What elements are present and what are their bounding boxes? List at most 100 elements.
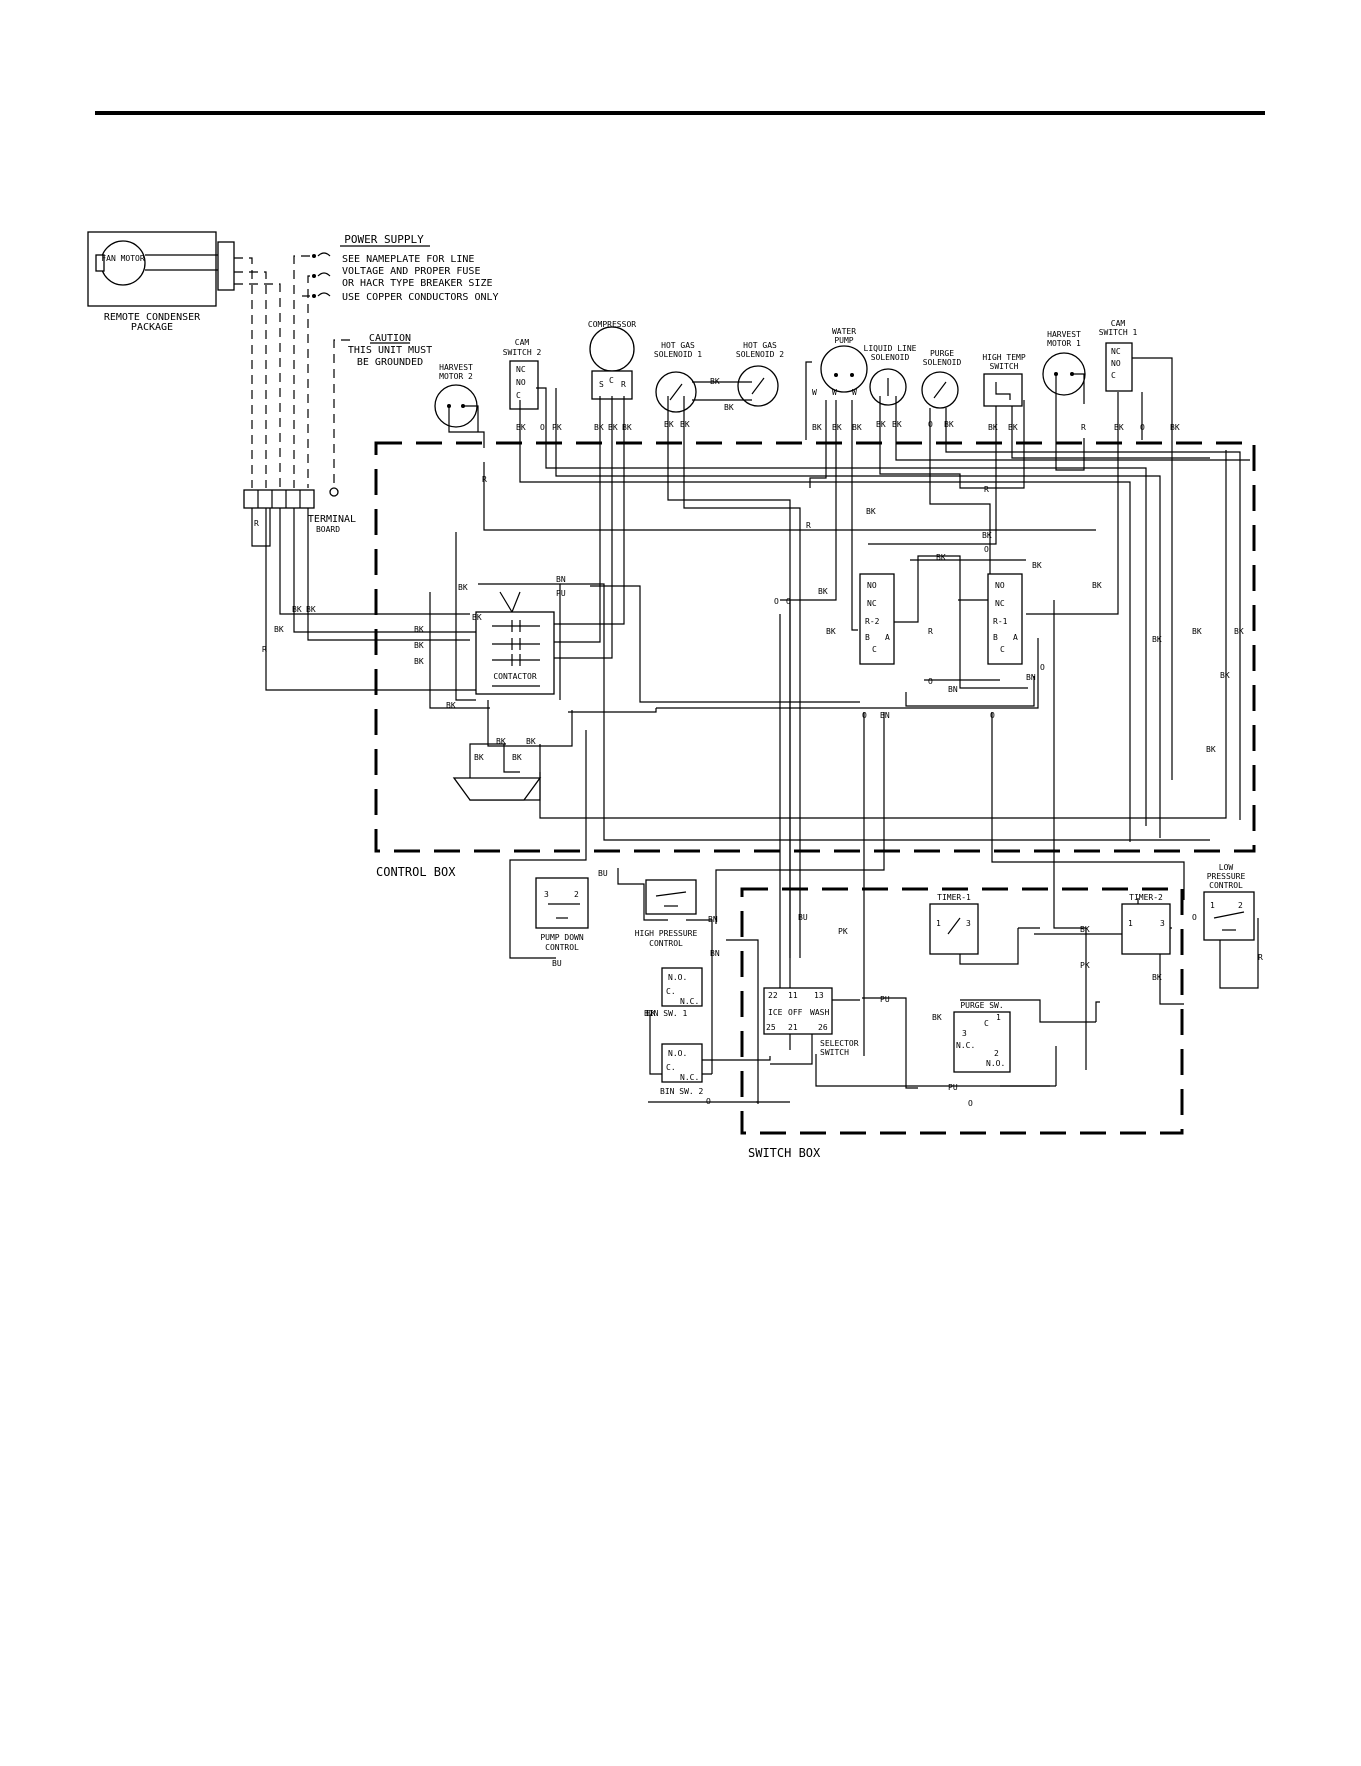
caution-line2: BE GROUNDED — [357, 357, 423, 368]
low-pressure-label-c: CONTROL — [1209, 881, 1243, 890]
wl-18: BK — [892, 420, 902, 429]
pump-down-control: 3 2 PUMP DOWN CONTROL BU BU — [535, 869, 608, 968]
wl-7: BK — [664, 420, 674, 429]
wl-pk-t2: PK — [1080, 961, 1090, 970]
wl-bk-bs1: BK — [646, 1009, 656, 1018]
water-pump-label-b: PUMP — [834, 336, 853, 345]
wl-o-c6: O — [862, 711, 867, 720]
timer-2: TIMER-2 1 3 BK BK — [1080, 893, 1171, 982]
selector-label-a: SELECTOR — [820, 1039, 859, 1048]
bs2-nc: N.C. — [680, 1073, 699, 1082]
control-box-wire-labels: BN PU BK BK BK BK BK BK R BK BK BK BK BK… — [262, 485, 1244, 762]
wl-bn-c3: BN — [1026, 673, 1036, 682]
wl-pu-ss: PU — [880, 995, 890, 1004]
r1-label: R-1 — [993, 617, 1008, 626]
cam2-nc: NC — [516, 365, 526, 374]
purge-solenoid: PURGE SOLENOID — [921, 349, 961, 409]
wl-bn-1: BN — [556, 575, 566, 584]
wl-bk-c13: BK — [474, 753, 484, 762]
compressor: COMPRESSOR S C R — [588, 320, 636, 400]
wl-r-c3: R — [984, 485, 989, 494]
wl-bu-1: BU — [552, 959, 562, 968]
remote-condenser-label: REMOTE CONDENSER — [104, 312, 201, 323]
wl-o-c4: O — [928, 677, 933, 686]
wl-bk-c25: BK — [1206, 745, 1216, 754]
wl-o-ps: O — [968, 1099, 973, 1108]
bs1-no: N.O. — [668, 973, 687, 982]
wl-r-c1: R — [262, 645, 267, 654]
water-pump-label-a: WATER — [832, 327, 856, 336]
compressor-s: S — [599, 380, 604, 389]
hot-gas-1-label-b: SOLENOID 1 — [654, 350, 702, 359]
power-supply-title: POWER SUPPLY — [344, 233, 424, 246]
r1-no: NO — [995, 581, 1005, 590]
cam-switch-2-label-b: SWITCH 2 — [503, 348, 542, 357]
wl-24: BK — [1114, 423, 1124, 432]
wl-23: R — [1081, 423, 1086, 432]
wl-bk-c12: BK — [512, 753, 522, 762]
wl-bk-c2: BK — [414, 641, 424, 650]
wl-8: BK — [680, 420, 690, 429]
cam2-no: NO — [516, 378, 526, 387]
wl-bk-t3: BK — [1152, 973, 1162, 982]
wl-bk-c14: BK — [866, 507, 876, 516]
ss-22: 22 — [768, 991, 778, 1000]
wl-bk-c19: BK — [826, 627, 836, 636]
control-box-border — [374, 441, 1256, 853]
cam1-no: NO — [1111, 359, 1121, 368]
lp-1: 1 — [1210, 901, 1215, 910]
wl-11: W — [812, 388, 817, 397]
caution-line1: THIS UNIT MUST — [348, 345, 432, 356]
ss-13: 13 — [814, 991, 824, 1000]
wl-r-c4: R — [928, 627, 933, 636]
wl-o-bs2: O — [706, 1097, 711, 1106]
low-pressure-label-a: LOW — [1219, 863, 1234, 872]
wires: R — [251, 357, 1259, 1104]
ps-no: N.O. — [986, 1059, 1005, 1068]
selector-switch: 22 11 13 ICE OFF WASH 25 21 26 SELECTOR … — [763, 987, 890, 1057]
liquid-line-label-a: LIQUID LINE — [864, 344, 917, 353]
wl-bk-c20: BK — [1092, 581, 1102, 590]
r1-b: B — [993, 633, 998, 642]
terminal-label: TERMINAL — [308, 514, 356, 525]
wl-bk-c1: BK — [414, 625, 424, 634]
wl-bk-c23: BK — [1234, 627, 1244, 636]
ss-off: OFF — [788, 1008, 803, 1017]
wl-6: BK — [622, 423, 632, 432]
remote-condenser-package: FAN MOTOR REMOTE CONDENSER PACKAGE — [87, 231, 235, 333]
switch-box-border — [740, 887, 1184, 1135]
purge-solenoid-label-a: PURGE — [930, 349, 954, 358]
wl-bk-c24: BK — [1220, 671, 1230, 680]
ss-11: 11 — [788, 991, 798, 1000]
wl-15: BK — [832, 423, 842, 432]
ss-wash: WASH — [810, 1008, 829, 1017]
harvest-motor-2: HARVEST MOTOR 2 — [434, 363, 478, 428]
pump-down-label-b: CONTROL — [545, 943, 579, 952]
water-pump: WATER PUMP — [820, 327, 868, 393]
liquid-line-solenoid: LIQUID LINE SOLENOID — [864, 344, 917, 406]
wl-bk-c10: BK — [496, 737, 506, 746]
compressor-c: C — [609, 376, 614, 385]
contactor-label: CONTACTOR — [493, 672, 537, 681]
wl-bk-c11: BK — [526, 737, 536, 746]
top-wire-labels: BK O PK BK BK BK BK BK BK BK W W W BK BK… — [516, 377, 1180, 432]
wl-pk-t1: PK — [838, 927, 848, 936]
high-pressure-label-b: CONTROL — [649, 939, 683, 948]
wl-bk-c21: BK — [1152, 635, 1162, 644]
wl-bn-h2: BN — [710, 949, 720, 958]
compressor-r: R — [621, 380, 626, 389]
ss-26: 26 — [818, 1023, 828, 1032]
r2-a: A — [885, 633, 890, 642]
cam-switch-1: CAM SWITCH 1 NC NO C — [1099, 319, 1137, 392]
control-box-label: CONTROL BOX — [376, 865, 456, 879]
terminal-board: TERMINAL BOARD R — [243, 487, 356, 534]
wl-o-c2: O — [774, 597, 779, 606]
wl-bk-c3: BK — [414, 657, 424, 666]
power-supply-block: POWER SUPPLY SEE NAMEPLATE FOR LINE VOLT… — [312, 233, 499, 303]
purge-sw-label: PURGE SW. — [960, 1001, 1003, 1010]
harvest-motor-1: HARVEST MOTOR 1 — [1042, 330, 1086, 396]
cam2-c: C — [516, 391, 521, 400]
high-temp-label-a: HIGH TEMP — [982, 353, 1026, 362]
pdc-3: 3 — [544, 890, 549, 899]
